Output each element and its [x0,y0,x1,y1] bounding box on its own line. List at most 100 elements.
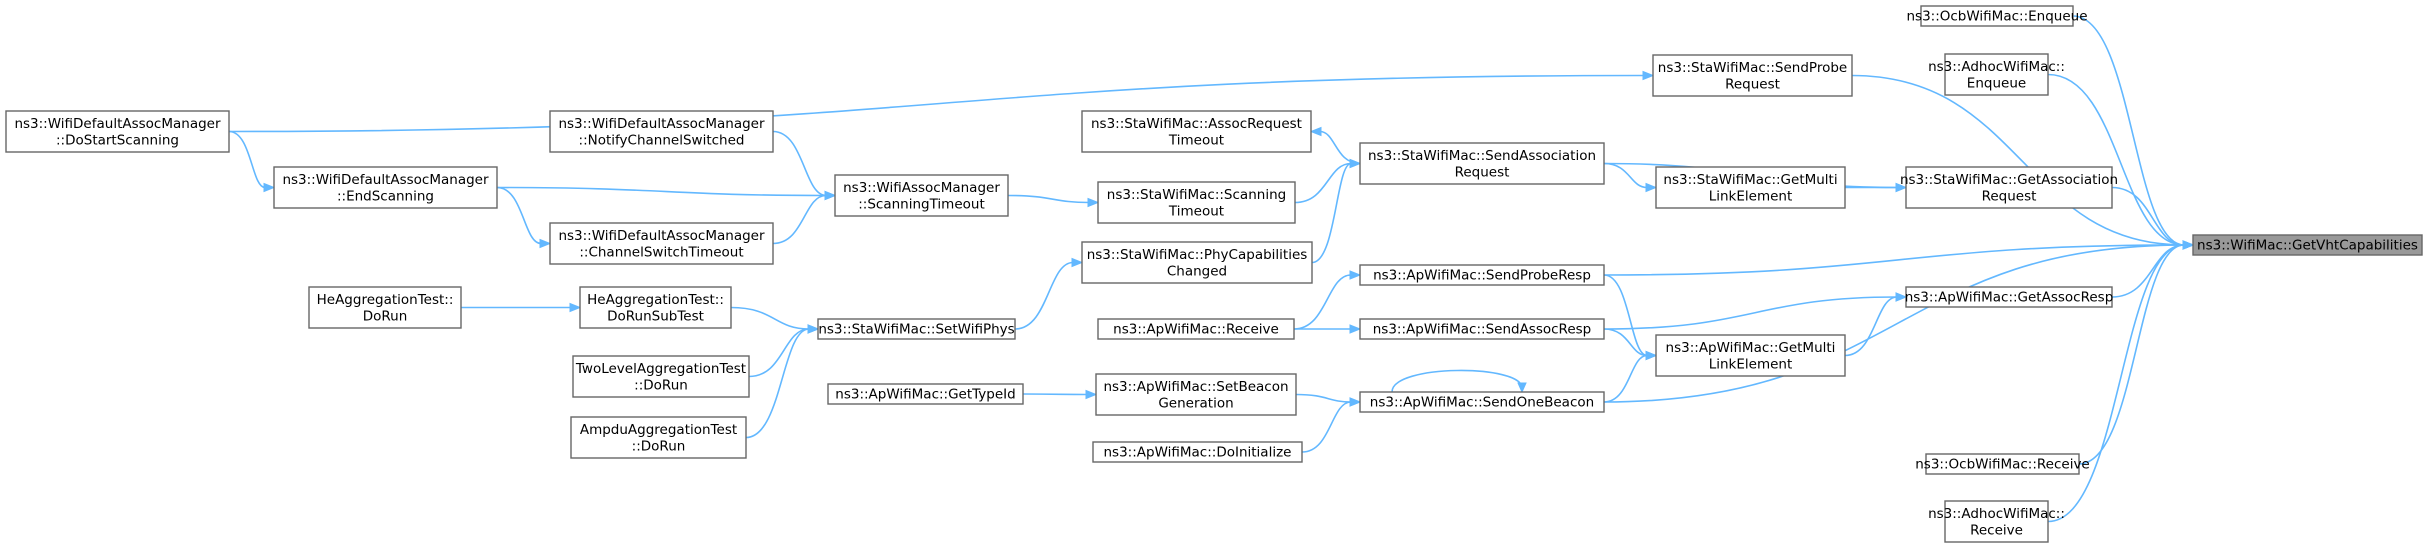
node-label-line: AmpduAggregationTest [580,422,737,438]
node-twolevel-dorun[interactable]: TwoLevelAggregationTest::DoRun [572,355,750,398]
node-sta-scantimeout[interactable]: ns3::StaWifiMac::ScanningTimeout [1097,181,1296,224]
node-adhoc-receive[interactable]: ns3::AdhocWifiMac::Receive [1928,500,2065,543]
node-label-line: ns3::WifiDefaultAssocManager [558,228,765,244]
edge-arrowhead [2182,240,2195,250]
node-dam-chswitch[interactable]: ns3::WifiDefaultAssocManager::ChannelSwi… [549,222,774,265]
node-ocb-receive[interactable]: ns3::OcbWifiMac::Receive [1915,453,2090,475]
edge-line [1603,296,1898,330]
node-label-line: ns3::WifiAssocManager [843,180,1000,196]
node-label-line: ns3::ApWifiMac::SendProbeResp [1373,268,1591,284]
node-label-line: ns3::WifiDefaultAssocManager [14,116,221,132]
node-label-line: ns3::ApWifiMac::Receive [1113,322,1279,338]
edge-dam_chswitch-to-wam_scantimeout [772,190,837,245]
node-box [834,174,1009,217]
node-label-line: Request [1982,188,2037,204]
edge-sta_sendassoc-to-sta_assoc_timeout [1309,126,1361,165]
edge-line [2111,186,2185,246]
node-box [1944,500,2049,543]
node-label-line: LinkElement [1709,356,1793,372]
node-ampdu-dorun[interactable]: AmpduAggregationTest::DoRun [570,416,747,459]
node-box [817,318,1016,340]
edge-line [1603,274,1648,357]
edge-line [745,328,810,439]
edge-arrowhead [807,324,820,334]
edge-sta_sendprobe-to-focus [1851,74,2195,250]
edge-arrowhead [824,190,837,201]
node-wam-scantimeout[interactable]: ns3::WifiAssocManager::ScanningTimeout [834,174,1009,217]
node-box [827,383,1024,405]
node-label-line: Request [1725,76,1780,92]
edge-ap_receive-to-ap_sendproberesp [1293,270,1362,330]
node-box [1097,181,1296,224]
edge-line [496,186,542,245]
node-label-line: ns3::StaWifiMac::SendAssociation [1368,148,1596,164]
node-label-line: Changed [1167,263,1227,279]
node-label-line: HeAggregationTest:: [317,292,454,308]
edge-line [1603,354,1648,403]
node-label-line: ns3::StaWifiMac::GetAssociation [1900,172,2118,188]
edge-line [1391,369,1523,393]
node-dam-dostart[interactable]: ns3::WifiDefaultAssocManager::DoStartSca… [5,110,230,153]
edge-arrowhead [1349,270,1362,280]
node-ap-receive[interactable]: ns3::ApWifiMac::Receive [1097,318,1295,340]
node-he-dorunsub[interactable]: HeAggregationTest::DoRunSubTest [579,286,732,329]
edge-sta_phycap-to-sta_sendassoc [1311,158,1362,264]
node-box [572,355,750,398]
node-box [1359,318,1605,340]
edge-line [2072,15,2185,246]
node-box [1359,264,1605,286]
edge-arrowhead [1349,158,1362,169]
node-he-dorun[interactable]: HeAggregationTest::DoRun [308,286,462,329]
edge-ap_sendonebeacon-to-ap_sendonebeacon [1391,369,1527,394]
edge-arrowhead [539,238,552,249]
node-ap-sendproberesp[interactable]: ns3::ApWifiMac::SendProbeResp [1359,264,1605,286]
node-dam-endscan[interactable]: ns3::WifiDefaultAssocManager::EndScannin… [273,166,498,209]
node-box [1925,453,2080,475]
edge-dam_notify-to-wam_scantimeout [772,130,837,201]
edge-line [2047,244,2185,523]
edge-arrowhead [1895,292,1908,302]
node-ocb-enqueue[interactable]: ns3::OcbWifiMac::Enqueue [1906,5,2088,27]
edge-line [1844,296,1898,357]
node-ap-getassocresp[interactable]: ns3::ApWifiMac::GetAssocResp [1905,286,2114,308]
node-ap-sendonebeacon[interactable]: ns3::ApWifiMac::SendOneBeacon [1359,391,1605,413]
node-ap-sendassocresp[interactable]: ns3::ApWifiMac::SendAssocResp [1359,318,1605,340]
node-label-line: Enqueue [1967,75,2026,91]
edge-ap_sendproberesp-to-focus [1603,240,2195,276]
node-box [1652,54,1853,97]
node-dam-notify[interactable]: ns3::WifiDefaultAssocManager::NotifyChan… [549,110,774,153]
edge-arrowhead [1645,350,1658,361]
edge-arrowhead [1085,389,1098,400]
node-adhoc-enqueue[interactable]: ns3::AdhocWifiMac::Enqueue [1928,53,2065,96]
edge-arrowhead [1349,324,1362,334]
node-box [2192,234,2423,256]
edge-adhoc_enqueue-to-focus [2047,73,2195,250]
node-ap-doinit[interactable]: ns3::ApWifiMac::DoInitialize [1092,441,1303,463]
node-label-line: ::ChannelSwitchTimeout [579,244,743,260]
node-focus[interactable]: ns3::WifiMac::GetVhtCapabilities [2192,234,2423,256]
edge-ampdu_dorun-to-sta_setwifiphys [745,324,820,439]
edge-line [2111,244,2185,298]
node-label-line: ns3::ApWifiMac::DoInitialize [1104,445,1292,461]
edge-line [1293,274,1352,330]
node-box [5,110,230,153]
node-box [1920,5,2074,27]
node-ap-gettypeid[interactable]: ns3::ApWifiMac::GetTypeId [827,383,1024,405]
edge-line [1301,401,1352,453]
node-sta-setwifiphys[interactable]: ns3::StaWifiMac::SetWifiPhys [817,318,1016,340]
node-label-line: ns3::OcbWifiMac::Enqueue [1906,9,2087,25]
node-label-line: ns3::OcbWifiMac::Receive [1915,457,2090,473]
edge-ap_sendassocresp-to-ap_getassocresp [1603,292,1908,330]
node-label-line: ns3::StaWifiMac::Scanning [1107,187,1286,203]
node-box [1092,441,1303,463]
edge-arrowhead [1645,182,1658,193]
